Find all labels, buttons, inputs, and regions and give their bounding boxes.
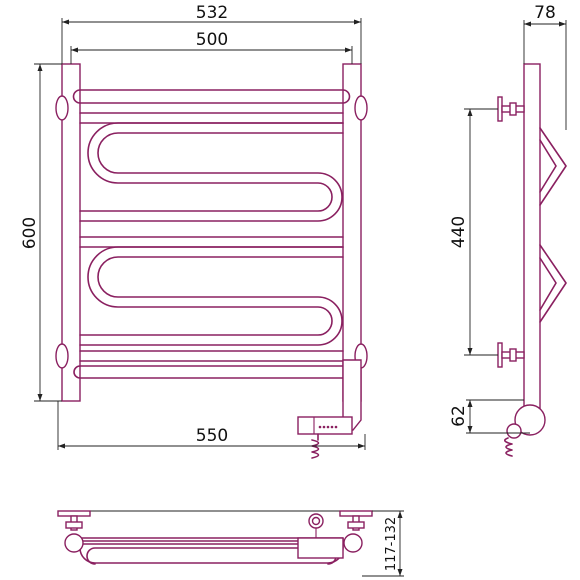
top-left-wall-mount: [57, 510, 91, 531]
upper-serpentine-coil-inner: [79, 132, 344, 222]
power-cable: [311, 433, 320, 459]
front-view: [55, 63, 368, 459]
left-top-bracket: [55, 95, 69, 121]
side-dimensions: 78 440 62: [449, 3, 567, 434]
top-bar-2: [79, 112, 344, 124]
top-dimensions: 117-132: [362, 510, 404, 577]
lower-serpentine-coil: [79, 246, 344, 336]
front-dimensions: 532 500 600 550: [20, 3, 366, 450]
top-left-collector: [64, 533, 84, 553]
dim-wall-offset: 117-132: [384, 517, 399, 571]
dim-depth: 78: [534, 3, 556, 23]
side-power-cable: [504, 437, 513, 457]
side-bottom-elbow: [514, 404, 546, 436]
side-heater-cap: [506, 423, 522, 439]
top-right-collector: [343, 533, 363, 553]
top-bar-1: [72, 89, 351, 104]
top-heater-housing: [297, 537, 344, 559]
middle-bar: [79, 236, 344, 248]
side-coil-lower: [539, 244, 567, 323]
upper-serpentine-coil: [79, 122, 344, 212]
side-view: [497, 63, 567, 457]
top-view: [57, 510, 404, 565]
top-right-wall-mount: [339, 510, 373, 531]
bottom-bar-1: [79, 350, 344, 362]
dim-overall-width: 532: [196, 3, 228, 23]
left-bottom-bracket: [55, 343, 69, 369]
dim-total-width: 550: [196, 426, 228, 446]
heating-element-housing: [297, 416, 353, 435]
heater-indicator-dots: [318, 425, 338, 429]
dim-height: 600: [20, 217, 40, 249]
lower-serpentine-coil-inner: [79, 256, 344, 346]
dim-mount-spacing: 440: [449, 216, 469, 248]
side-coil-upper: [539, 127, 567, 206]
side-top-bracket: [497, 96, 525, 122]
dim-bottom-offset: 62: [449, 405, 469, 427]
right-top-bracket: [354, 95, 368, 121]
side-bottom-bracket: [497, 342, 525, 368]
top-heater-plug-inner: [311, 516, 321, 526]
dim-inner-width: 500: [196, 30, 228, 50]
bottom-bar-2: [73, 365, 350, 379]
side-riser-pipe: [523, 63, 541, 413]
